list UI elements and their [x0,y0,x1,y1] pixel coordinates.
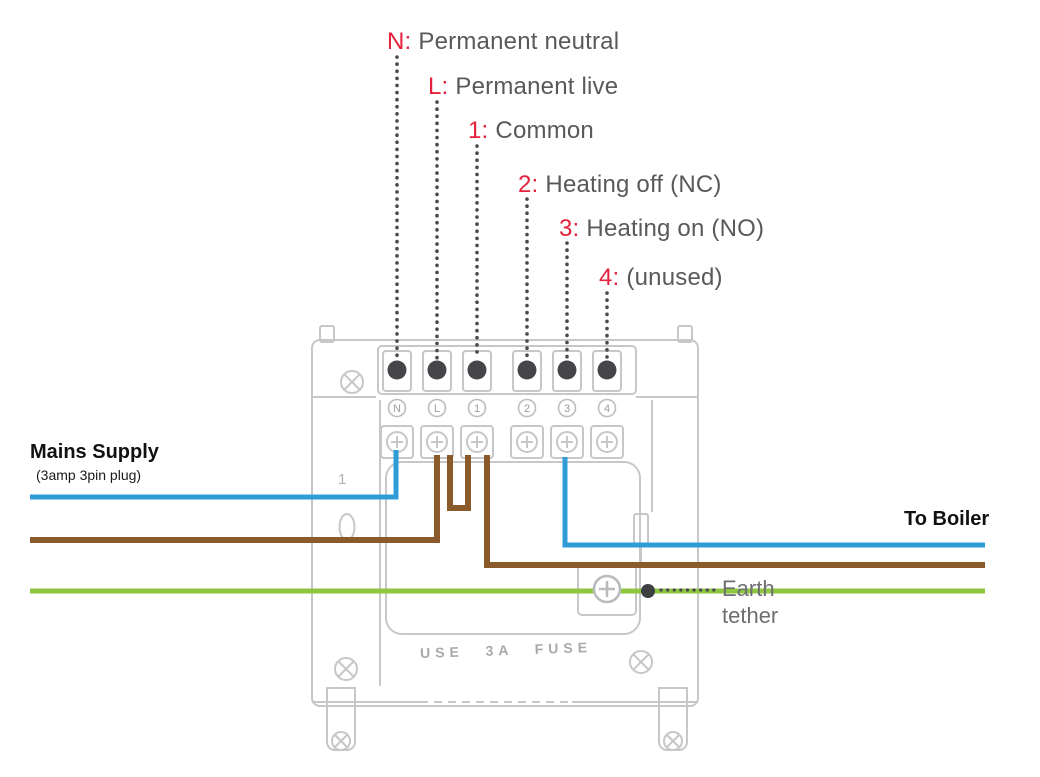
earth-tether-line1: Earth [722,576,775,601]
terminal-clamps [387,360,617,380]
terminal-label-key: 1: [468,117,489,144]
plate-fixing-screws [334,370,653,681]
brown-boiler-wire [484,455,985,568]
earth-tether-assembly [592,574,719,604]
terminal-label-desc: Common [495,117,594,144]
terminal-label-desc: Heating off (NC) [545,171,722,198]
terminal-letter-1: 1 [474,403,480,415]
terminal-label-key: 2: [518,171,539,198]
terminal-label-n: N:Permanent neutral [387,28,619,56]
earth-tether-line2: tether [722,603,779,628]
terminal-letters: N L 1 2 3 4 [393,403,610,415]
terminal-letter-n: N [393,403,401,415]
earth-tether-label: Earth tether [722,575,778,629]
terminal-label-desc: Heating on (NO) [586,215,765,242]
terminal-n [387,360,407,380]
mains-supply-sublabel: (3amp 3pin plug) [36,467,142,483]
blue-mains-wire [30,450,399,500]
to-boiler-label: To Boiler [904,508,990,530]
terminal-label-key: N: [387,28,412,55]
blue-boiler-wire [562,457,985,548]
terminal-label-key: 4: [599,264,620,291]
terminal-letter-4: 4 [604,403,610,415]
terminal-letter-2: 2 [524,403,530,415]
terminal-strip [377,345,637,395]
terminal-label-2: 2:Heating off (NC) [518,171,722,199]
label-leaders [395,55,609,360]
backplate-outline [311,325,699,751]
terminal-letter-l: L [434,403,440,415]
terminal-label-l: L:Permanent live [428,73,618,101]
top-tab-right [677,325,693,343]
plate-slot-number: 1 [338,471,346,488]
terminal-label-4: 4:(unused) [599,264,723,292]
terminal-letter-rings [387,398,617,418]
earth-tether-dot [641,584,655,598]
terminal-4 [597,360,617,380]
terminal-label-desc: Permanent neutral [418,28,620,55]
terminal-slot-n [382,350,412,392]
terminal-label-3: 3:Heating on (NO) [559,215,764,243]
keyhole-slot [338,513,356,541]
terminal-label-desc: (unused) [626,264,723,291]
top-tab-left [319,325,335,343]
screw-block-2 [510,425,544,459]
terminal-label-key: 3: [559,215,580,242]
brown-jumper-wire [447,455,471,511]
terminal-1 [467,360,487,380]
terminal-l [427,360,447,380]
plate-outer [311,339,699,707]
terminal-label-desc: Permanent live [455,73,619,100]
terminal-2 [517,360,537,380]
screw-block-4 [590,425,624,459]
terminal-label-key: L: [428,73,449,100]
brown-mains-wire [30,455,440,543]
screw-block-1 [460,425,494,459]
terminal-slot-2 [512,350,542,392]
mounting-feet [326,687,688,751]
terminal-screws [386,431,618,453]
wires [30,450,985,594]
plate-cavity [385,461,641,635]
terminal-label-1: 1:Common [468,117,594,145]
mains-supply-label: Mains Supply [30,441,159,463]
terminal-3 [557,360,577,380]
terminal-letter-3: 3 [564,403,570,415]
